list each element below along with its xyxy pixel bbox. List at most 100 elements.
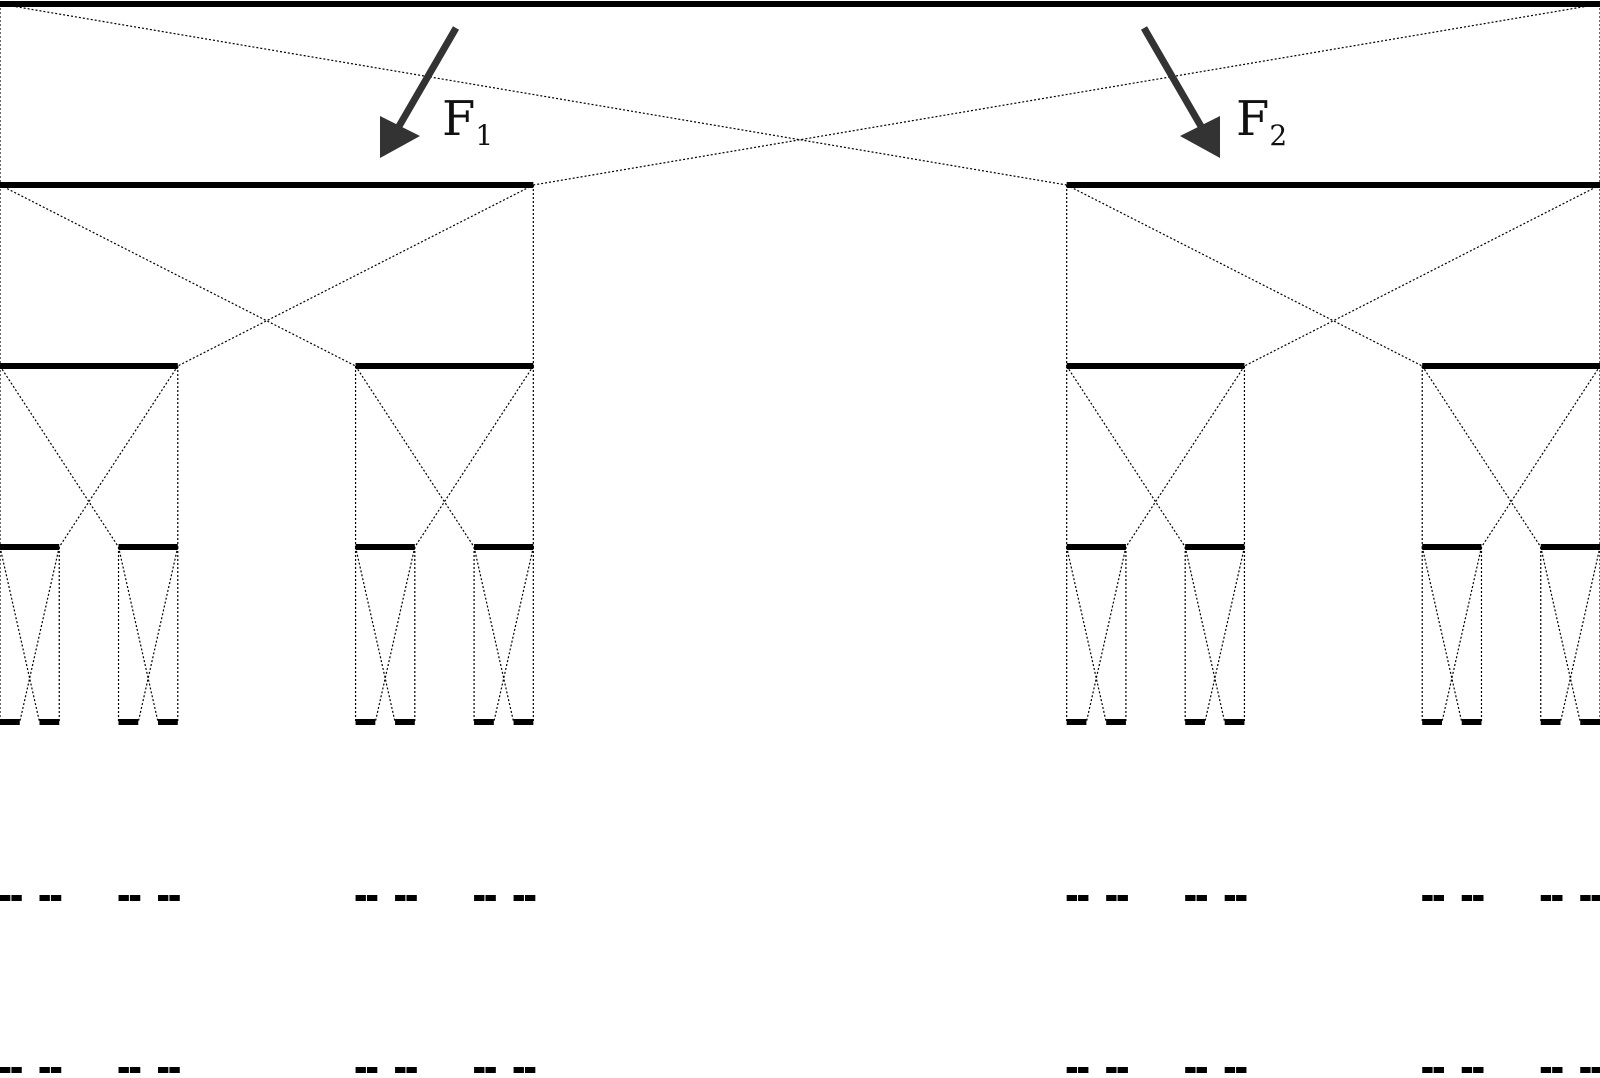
continuation-dot	[474, 1067, 481, 1073]
continuation-dot	[1540, 1067, 1547, 1073]
dotted-link	[1085, 546, 1127, 723]
force-f1-head	[380, 116, 420, 158]
dotted-link	[177, 184, 534, 367]
continuation-dot	[158, 895, 165, 901]
dotted-link	[19, 546, 60, 723]
continuation-dot	[355, 895, 362, 901]
force-f1-arrow	[380, 26, 460, 158]
continuation-dot	[1556, 895, 1563, 901]
continuation-dot	[1240, 895, 1247, 901]
dotted-link	[0, 184, 356, 367]
continuation-dot	[118, 1067, 125, 1073]
dotted-link	[374, 546, 416, 723]
continuation-dot	[1196, 895, 1203, 901]
continuation-dot	[39, 895, 46, 901]
continuation-dot	[489, 1067, 496, 1073]
continuation-dot	[410, 895, 417, 901]
continuation-dot	[162, 1067, 169, 1073]
dotted-link	[117, 546, 159, 723]
continuation-dot	[173, 1067, 180, 1073]
continuation-dot	[1229, 1067, 1236, 1073]
continuation-dot	[474, 895, 481, 901]
continuation-dot	[513, 1067, 520, 1073]
continuation-dot	[1584, 1067, 1591, 1073]
dotted-link	[0, 3, 1067, 186]
dotted-link	[493, 546, 534, 723]
continuation-dot	[399, 1067, 406, 1073]
continuation-dot	[1224, 895, 1231, 901]
continuation-dot	[1426, 895, 1433, 901]
continuation-dot	[1437, 1067, 1444, 1073]
continuation-dot	[1185, 1067, 1192, 1073]
continuation-dot	[1066, 895, 1073, 901]
continuation-dot	[134, 895, 141, 901]
continuation-dot	[1240, 1067, 1247, 1073]
continuation-dot	[1082, 1067, 1089, 1073]
continuation-dot	[1466, 895, 1473, 901]
force-f2-head	[1180, 116, 1220, 158]
continuation-dot	[15, 895, 22, 901]
dotted-link	[533, 3, 1600, 186]
continuation-dot	[1477, 895, 1484, 901]
continuation-dot	[399, 895, 406, 901]
continuation-dot	[50, 1067, 57, 1073]
continuation-dot	[122, 895, 129, 901]
continuation-dot	[158, 1067, 165, 1073]
dotted-link	[1066, 365, 1186, 548]
continuation-dot	[118, 895, 125, 901]
continuation-dot	[524, 895, 531, 901]
continuation-dot	[1433, 1067, 1440, 1073]
continuation-dot	[39, 1067, 46, 1073]
continuation-dot	[1580, 1067, 1587, 1073]
continuation-dot	[1591, 895, 1598, 901]
continuation-dot	[1189, 895, 1196, 901]
continuation-dot	[1078, 1067, 1085, 1073]
continuation-dot	[0, 1067, 6, 1073]
continuation-dot	[410, 1067, 417, 1073]
continuation-dot	[129, 1067, 136, 1073]
continuation-dot	[1552, 895, 1559, 901]
continuation-dot	[1580, 895, 1587, 901]
continuation-dot	[1106, 895, 1113, 901]
continuation-dot	[1106, 1067, 1113, 1073]
continuation-dot	[1110, 1067, 1117, 1073]
continuation-dot	[129, 895, 136, 901]
continuation-dot	[11, 1067, 18, 1073]
continuation-dot	[485, 895, 492, 901]
force-f2-label: F2	[1236, 91, 1287, 152]
continuation-dot	[1071, 1067, 1078, 1073]
dotted-link	[1125, 365, 1245, 548]
continuation-dot	[371, 895, 378, 901]
continuation-dot	[169, 895, 176, 901]
continuation-dot	[1224, 1067, 1231, 1073]
continuation-dot	[1422, 895, 1429, 901]
continuation-dot	[1117, 895, 1124, 901]
continuation-dot	[1545, 1067, 1552, 1073]
dotted-link	[1441, 546, 1483, 723]
continuation-dot	[50, 895, 57, 901]
continuation-dot	[529, 1067, 536, 1073]
continuation-dot	[513, 895, 520, 901]
continuation-dot	[478, 895, 485, 901]
continuation-dot	[517, 1067, 524, 1073]
continuation-dot	[162, 895, 169, 901]
dotted-link	[1244, 184, 1600, 367]
continuation-dot	[1200, 895, 1207, 901]
continuation-dot	[4, 1067, 11, 1073]
dotted-link	[1421, 546, 1463, 723]
dotted-link	[1421, 365, 1542, 548]
continuation-dot	[395, 1067, 402, 1073]
continuation-dot	[1189, 1067, 1196, 1073]
continuation-dot	[1596, 1067, 1600, 1073]
continuation-dot	[1473, 1067, 1480, 1073]
continuation-dot	[1556, 1067, 1563, 1073]
continuation-dot	[406, 895, 413, 901]
continuation-dot	[359, 895, 366, 901]
continuation-dot	[1437, 895, 1444, 901]
continuation-dot	[1433, 895, 1440, 901]
continuation-dot	[1196, 1067, 1203, 1073]
continuation-dot	[1461, 895, 1468, 901]
dotted-link	[1204, 546, 1246, 723]
dotted-link	[473, 546, 515, 723]
continuation-dot	[371, 1067, 378, 1073]
